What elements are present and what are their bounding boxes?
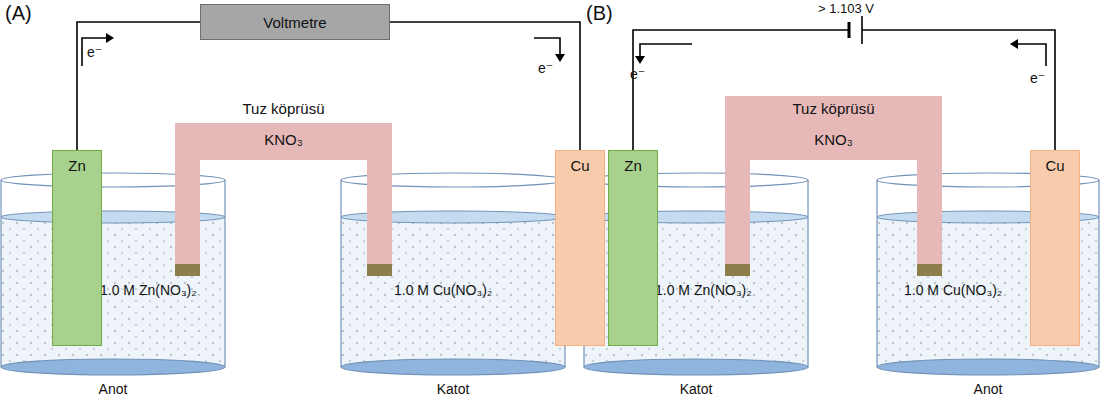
arrow-head [1010,39,1018,49]
copper-electrode: Cu [1030,150,1080,346]
electron-arrow [82,38,106,66]
liquid-surface [341,211,565,223]
node-sublabel: KNO₃ [725,131,942,148]
node-label: Voltmetre [263,14,326,31]
electron-label: e⁻ [87,44,102,60]
arrow-head [635,56,645,64]
node-label: 1.0 M Zn(NO₃)₂ [655,282,752,298]
node-label: Zn [609,157,657,174]
wire [390,22,580,150]
solution [1,217,225,375]
zinc-electrode: Zn [608,150,658,346]
frit-tip [367,264,392,276]
node-sublabel: Katot [583,381,809,397]
electron-label: e⁻ [1030,70,1045,86]
beaker-wall [224,180,225,367]
node-label: Cu [556,157,604,174]
beaker-rim [877,173,1099,187]
solution-dots [1,217,225,375]
beaker-wall [583,180,584,367]
solution [584,217,808,375]
node-label: 1.0 M Cu(NO₃)₂ [904,282,1002,298]
electron-arrow [534,38,560,54]
salt-bridge-shape [175,96,392,276]
panel-label: (B) [586,2,613,25]
liquid-surface [1,211,225,223]
solution-dots [584,217,808,375]
node-label: Tuz köprüsü [725,100,942,117]
node-label: 1.0 M Zn(NO₃)₂ [100,282,197,298]
electron-arrow [1018,44,1046,66]
beaker-rim [584,173,808,187]
liquid-surface [877,211,1099,223]
beaker-wall [876,180,877,367]
node-sublabel: Anot [876,381,1100,397]
frit-tip [175,264,200,276]
electron-arrow [640,44,692,56]
node-sublabel: Katot [340,381,566,397]
electron-label: e⁻ [538,60,553,76]
frit-tip [725,264,750,276]
node-sublabel: KNO₃ [175,131,392,148]
beaker-bottom [341,359,565,375]
panel-label: (A) [5,2,32,25]
copper-electrode: Cu [555,150,605,346]
frit-tip [917,264,942,276]
beaker-wall [340,180,341,367]
beaker-bottom [1,359,225,375]
beaker-wall [564,180,565,367]
zinc-electrode: Zn [52,150,102,346]
node-label: Tuz köprüsü [175,100,392,117]
wire [633,30,1055,150]
voltage-label: > 1.103 V [818,1,874,16]
beaker-wall [807,180,808,367]
node-label: 1.0 M Cu(NO₃)₂ [394,282,492,298]
voltmeter-box: Voltmetre [200,4,390,40]
beaker-wall [1098,180,1099,367]
solution [877,217,1099,375]
electron-label: e⁻ [630,66,645,82]
solution [341,217,565,375]
beaker-rim [1,173,225,187]
beaker-bottom [877,359,1099,375]
beaker-bottom [584,359,808,375]
solution-dots [877,217,1099,375]
salt-bridge-shape [725,96,942,276]
beaker-wall [0,180,1,367]
arrow-head [555,54,565,62]
node-label: Zn [53,157,101,174]
arrow-head [106,33,114,43]
liquid-surface [584,211,808,223]
node-label: Cu [1031,157,1079,174]
beaker-rim [341,173,565,187]
solution-dots [341,217,565,375]
salt-bridge: Tuz köprüsüKNO₃ [725,96,942,276]
salt-bridge: Tuz köprüsüKNO₃ [175,96,392,276]
node-sublabel: Anot [0,381,226,397]
